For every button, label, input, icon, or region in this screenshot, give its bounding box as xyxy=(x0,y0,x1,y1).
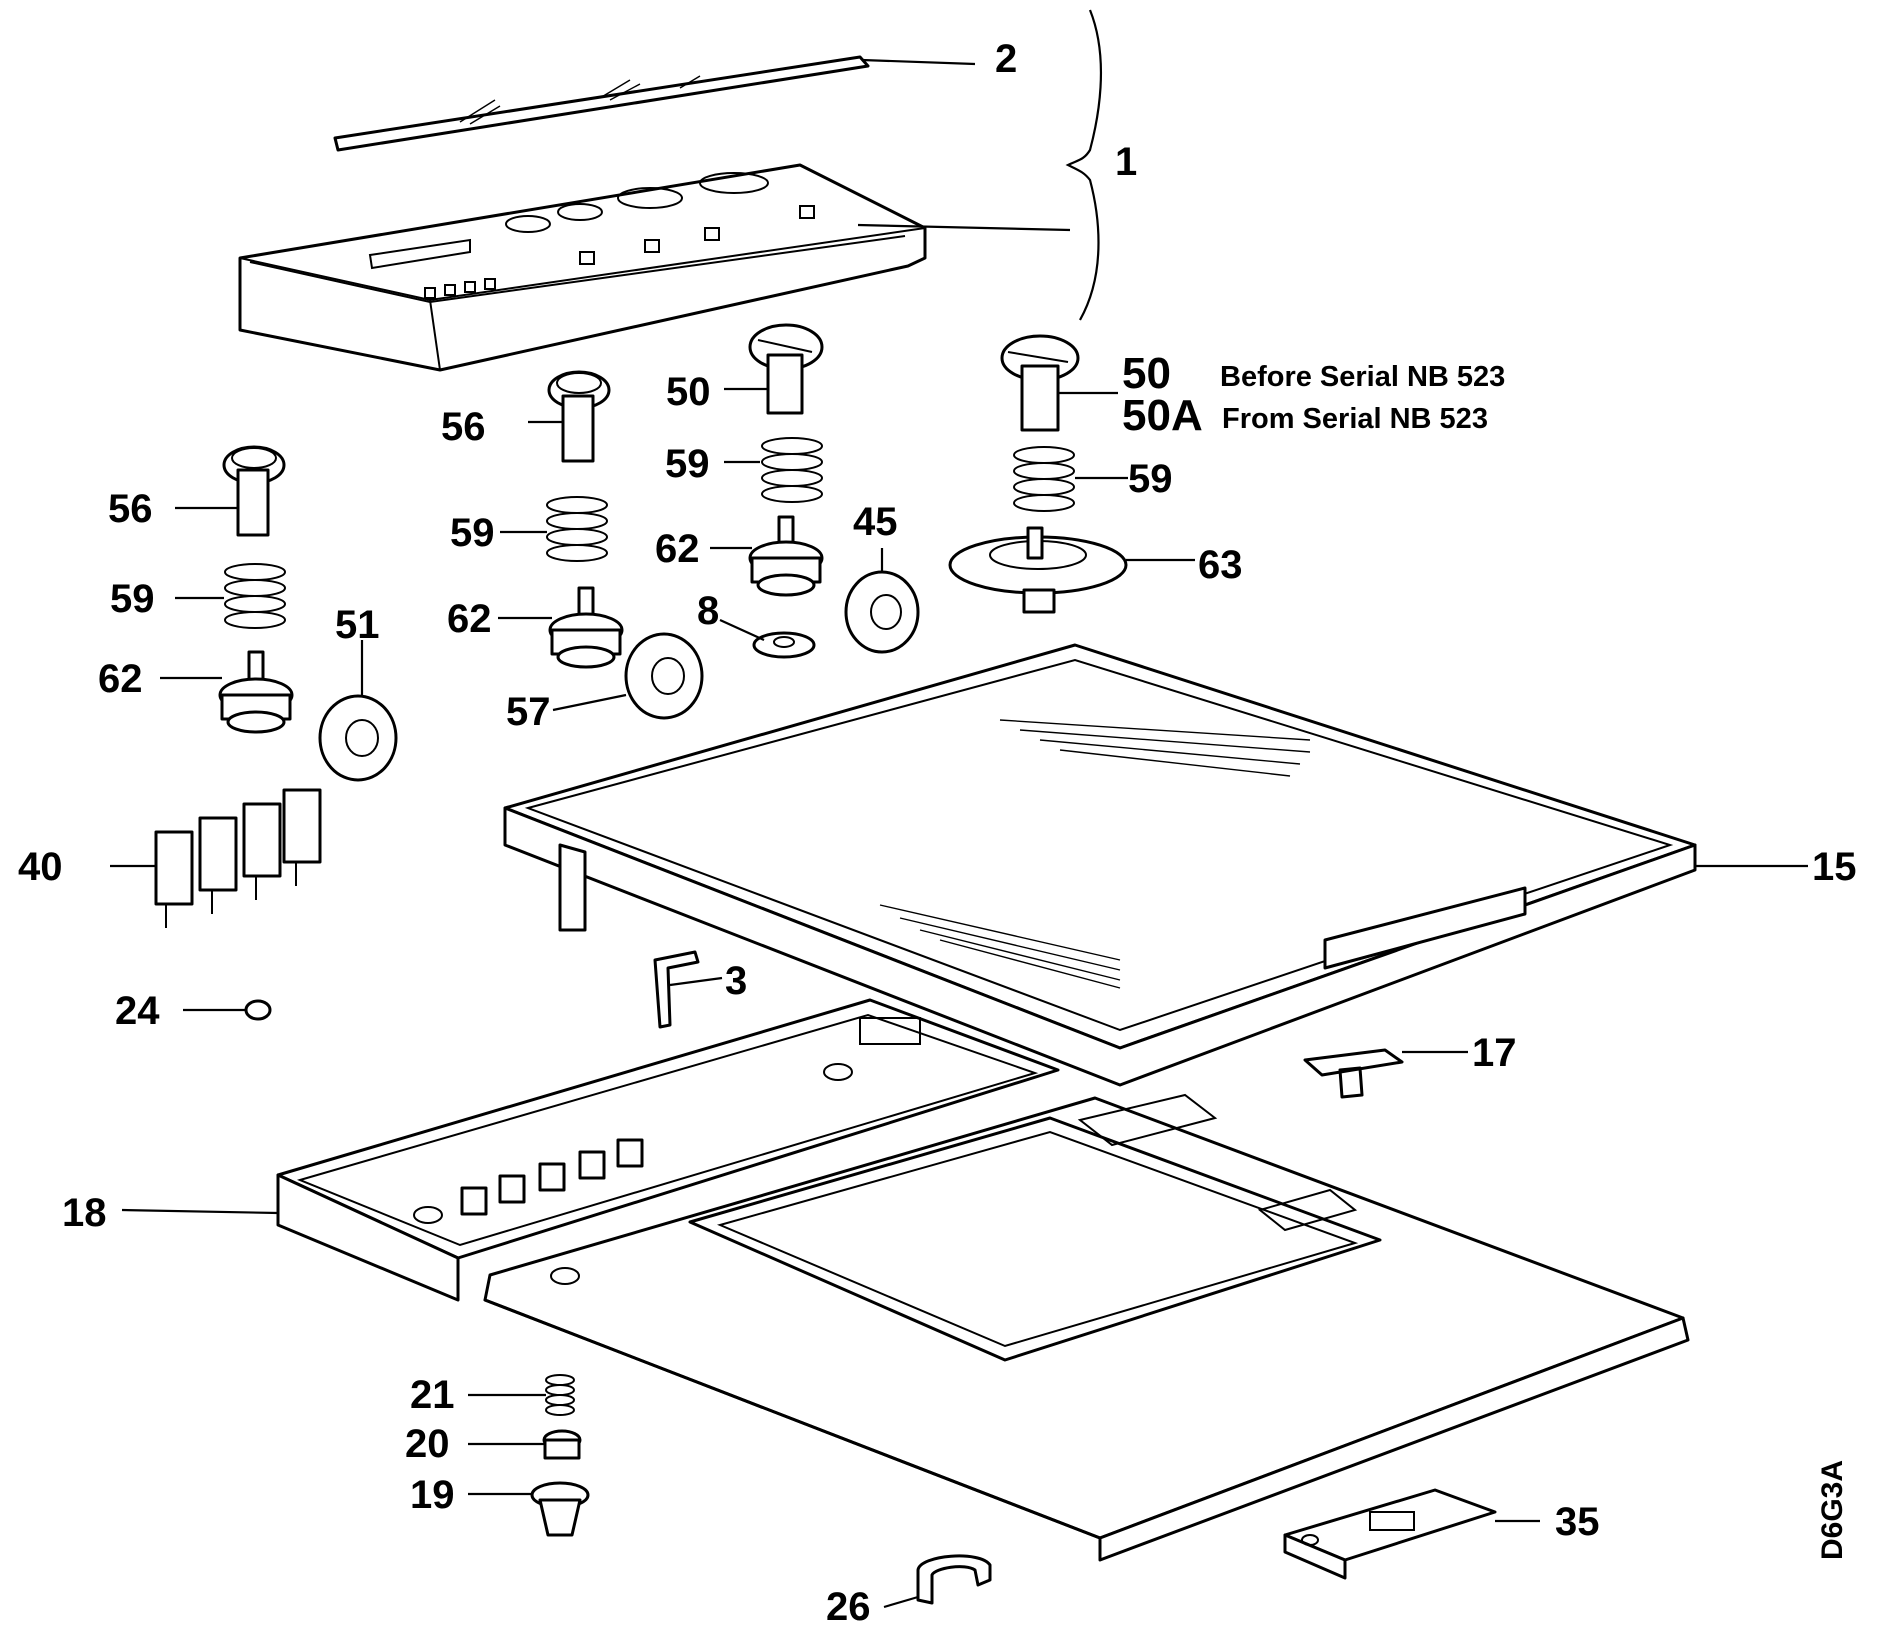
part-35-bracket xyxy=(1283,1488,1497,1580)
brace-1 xyxy=(1065,9,1103,321)
part-50-knob-middle xyxy=(748,323,824,415)
callout-24: 24 xyxy=(115,989,160,1033)
part-21-spring xyxy=(545,1374,575,1416)
part-18-control-tray xyxy=(276,998,1060,1302)
callout-26: 26 xyxy=(826,1585,871,1625)
callout-labels: 2 1 50 Before Serial NB 523 50A From Ser… xyxy=(18,37,1857,1625)
callout-45: 45 xyxy=(853,500,898,544)
part-24-small-cap xyxy=(244,999,272,1021)
washers xyxy=(318,570,920,782)
part-56-knob-left xyxy=(222,445,286,537)
callout-51: 51 xyxy=(335,603,380,647)
leader-lines xyxy=(110,58,1808,1609)
callout-57: 57 xyxy=(506,690,551,734)
callout-63: 63 xyxy=(1198,543,1243,587)
callout-20: 20 xyxy=(405,1422,450,1466)
part-2-glass-panel xyxy=(333,55,870,152)
callout-17: 17 xyxy=(1472,1031,1517,1075)
note-before-serial: Before Serial NB 523 xyxy=(1220,361,1505,393)
callout-35: 35 xyxy=(1555,1500,1600,1544)
part-26-hook xyxy=(916,1554,992,1605)
callout-56-middle: 56 xyxy=(441,405,486,449)
callout-15: 15 xyxy=(1812,845,1857,889)
callout-62-middle-right: 62 xyxy=(655,527,700,571)
callout-62-middle: 62 xyxy=(447,597,492,641)
base-plate xyxy=(483,1093,1690,1562)
callout-19: 19 xyxy=(410,1473,455,1517)
part-19-cap xyxy=(530,1481,590,1537)
part-40-switch-buttons xyxy=(154,788,322,928)
callout-1: 1 xyxy=(1115,140,1137,184)
callout-59-left: 59 xyxy=(110,577,155,621)
part-20-bushing xyxy=(542,1429,582,1460)
callout-56-left: 56 xyxy=(108,487,153,531)
callout-50-middle: 50 xyxy=(666,370,711,414)
part-17-latch xyxy=(1303,1048,1404,1099)
part-63-dial-base xyxy=(948,526,1128,614)
part-56-knob-middle xyxy=(547,370,611,463)
part-50-knob-right xyxy=(1000,334,1080,432)
callout-8: 8 xyxy=(697,589,719,633)
callout-59-right: 59 xyxy=(1128,457,1173,501)
spindles-62 xyxy=(218,515,824,734)
callout-59-middle-right: 59 xyxy=(665,442,710,486)
diagram-code: D6G3A xyxy=(1816,1460,1849,1560)
callout-62-left: 62 xyxy=(98,657,143,701)
part-15-lid xyxy=(503,643,1697,1087)
springs-59 xyxy=(224,437,1075,629)
callout-50-right: 50 xyxy=(1122,349,1171,398)
note-from-serial: From Serial NB 523 xyxy=(1222,403,1488,435)
callout-2: 2 xyxy=(995,37,1017,81)
part-1-control-panel xyxy=(238,163,927,372)
callout-3: 3 xyxy=(725,959,747,1003)
callout-21: 21 xyxy=(410,1373,455,1417)
callout-59-middle: 59 xyxy=(450,511,495,555)
callout-18: 18 xyxy=(62,1191,107,1235)
callout-50A: 50A xyxy=(1122,391,1203,440)
callout-40: 40 xyxy=(18,845,63,889)
part-3-clip xyxy=(653,950,700,1029)
